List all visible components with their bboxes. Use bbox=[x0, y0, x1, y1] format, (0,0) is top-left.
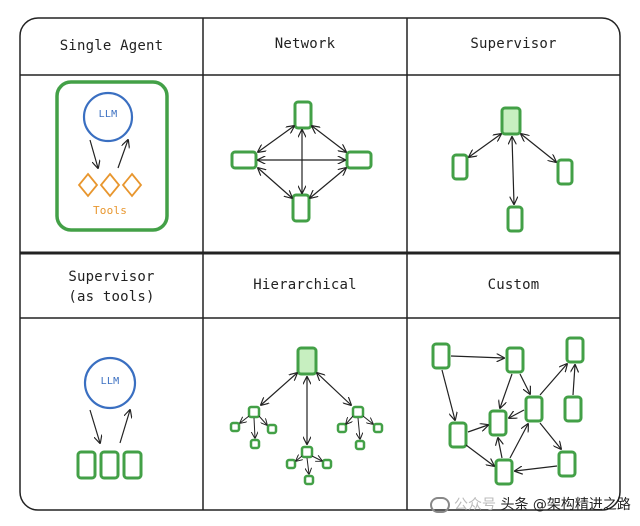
agent-tool-1 bbox=[76, 450, 97, 480]
custom-edge-a-g bbox=[441, 369, 455, 420]
agent-tool-3 bbox=[122, 450, 143, 480]
network-node-left bbox=[230, 150, 258, 170]
llm-circle bbox=[82, 91, 134, 143]
watermark: 公众号 头条 @架构精进之路 bbox=[430, 494, 631, 514]
custom-node-a bbox=[431, 342, 451, 370]
custom-edge-a-b bbox=[450, 356, 504, 358]
watermark-faded: 公众号 bbox=[454, 497, 496, 513]
tool-diamond-1 bbox=[77, 172, 99, 198]
sub-supervisor-left bbox=[247, 405, 261, 419]
bottom-team-edge-1 bbox=[296, 456, 302, 461]
custom-edge-i-h bbox=[515, 465, 558, 471]
left-team-edge-1 bbox=[240, 415, 250, 423]
right-team-edge-3 bbox=[362, 415, 373, 424]
right-team-worker-2 bbox=[354, 439, 366, 451]
cell-title-supervisor-tools-line2: (as tools) bbox=[68, 289, 155, 305]
supervisor-edge-bottom bbox=[512, 137, 514, 204]
custom-node-c bbox=[565, 336, 585, 364]
llm-label: LLM bbox=[98, 109, 118, 120]
custom-node-b bbox=[505, 346, 525, 374]
custom-edge-h-f bbox=[498, 438, 502, 459]
sub-supervisor-right bbox=[351, 405, 365, 419]
sub-supervisor-bottom bbox=[300, 445, 314, 459]
hier-edge-left bbox=[261, 373, 297, 405]
outer-frame bbox=[19, 17, 621, 511]
watermark-text: 头条 @架构精进之路 bbox=[500, 497, 631, 513]
bottom-team-worker-1 bbox=[285, 458, 297, 470]
network-edge-right-bottom bbox=[310, 168, 346, 198]
tool-diamond-3 bbox=[121, 172, 143, 198]
custom-node-d bbox=[524, 395, 544, 423]
cell-title-network: Network bbox=[274, 36, 336, 52]
top-supervisor-node bbox=[296, 346, 318, 376]
wechat-icon bbox=[430, 497, 450, 513]
supervisor-edge-right bbox=[521, 134, 556, 162]
arrow-tools-to-llm bbox=[117, 140, 128, 169]
agent-tool-2 bbox=[99, 450, 120, 480]
supervisor-diagram bbox=[451, 106, 574, 233]
hierarchical-diagram bbox=[229, 346, 384, 486]
network-node-bottom bbox=[291, 193, 311, 223]
network-edge-left-bottom bbox=[258, 168, 292, 198]
cell-title-supervisor: Supervisor bbox=[470, 36, 557, 52]
right-team-worker-3 bbox=[372, 422, 384, 434]
cell-title-hierarchical: Hierarchical bbox=[253, 277, 357, 293]
supervisor-as-tools-diagram bbox=[76, 356, 143, 480]
custom-edge-g-h bbox=[465, 444, 494, 466]
custom-edge-b-f bbox=[500, 373, 513, 408]
custom-node-i bbox=[557, 450, 577, 478]
arrow-llm-to-agents bbox=[89, 409, 100, 443]
llm-label-2: LLM bbox=[100, 376, 120, 387]
supervisor-edge-left bbox=[469, 134, 501, 157]
custom-node-g bbox=[448, 421, 468, 449]
right-team-worker-1 bbox=[336, 422, 348, 434]
cell-title-single-agent: Single Agent bbox=[59, 38, 164, 54]
network-node-top bbox=[293, 100, 313, 130]
custom-node-h bbox=[494, 458, 514, 486]
network-edge-top-left bbox=[258, 126, 294, 152]
left-team-edge-2 bbox=[254, 417, 255, 438]
bottom-team-worker-2 bbox=[303, 474, 315, 486]
custom-node-f bbox=[488, 409, 508, 437]
tool-diamond-2 bbox=[99, 172, 121, 198]
left-team-worker-2 bbox=[249, 438, 261, 450]
single-agent-diagram bbox=[55, 80, 169, 232]
custom-edge-h-d bbox=[509, 424, 528, 459]
agent-box bbox=[55, 80, 169, 232]
supervisor-worker-right bbox=[556, 158, 574, 186]
tools-label: Tools bbox=[92, 204, 128, 217]
arrow-llm-to-tools bbox=[89, 139, 98, 168]
bottom-team-worker-3 bbox=[321, 458, 333, 470]
right-team-edge-1 bbox=[346, 415, 354, 424]
cell-title-supervisor-tools-line1: Supervisor bbox=[68, 269, 155, 285]
custom-node-e bbox=[563, 395, 583, 423]
custom-edge-d-f bbox=[509, 409, 525, 418]
custom-diagram bbox=[431, 336, 585, 486]
supervisor-worker-bottom bbox=[506, 205, 524, 233]
network-diagram bbox=[230, 100, 373, 223]
custom-edge-d-i bbox=[539, 422, 561, 449]
supervisor-node bbox=[500, 106, 522, 136]
llm-circle-2 bbox=[83, 356, 137, 410]
custom-edge-e-c bbox=[573, 365, 575, 396]
hier-edge-right bbox=[317, 373, 351, 405]
custom-edge-g-f bbox=[467, 425, 488, 433]
bottom-team-edge-2 bbox=[307, 457, 309, 474]
supervisor-worker-left bbox=[451, 153, 469, 181]
left-team-worker-1 bbox=[229, 421, 241, 433]
arrow-agents-to-llm bbox=[119, 410, 130, 444]
left-team-worker-3 bbox=[266, 423, 278, 435]
network-node-right bbox=[345, 150, 373, 170]
bottom-team-edge-3 bbox=[311, 456, 322, 461]
custom-edge-d-c bbox=[539, 364, 567, 396]
network-edge-top-right bbox=[312, 126, 346, 152]
cell-title-custom: Custom bbox=[487, 277, 540, 293]
right-team-edge-2 bbox=[358, 417, 360, 439]
left-team-edge-3 bbox=[258, 415, 267, 425]
custom-edge-b-d bbox=[519, 373, 530, 394]
